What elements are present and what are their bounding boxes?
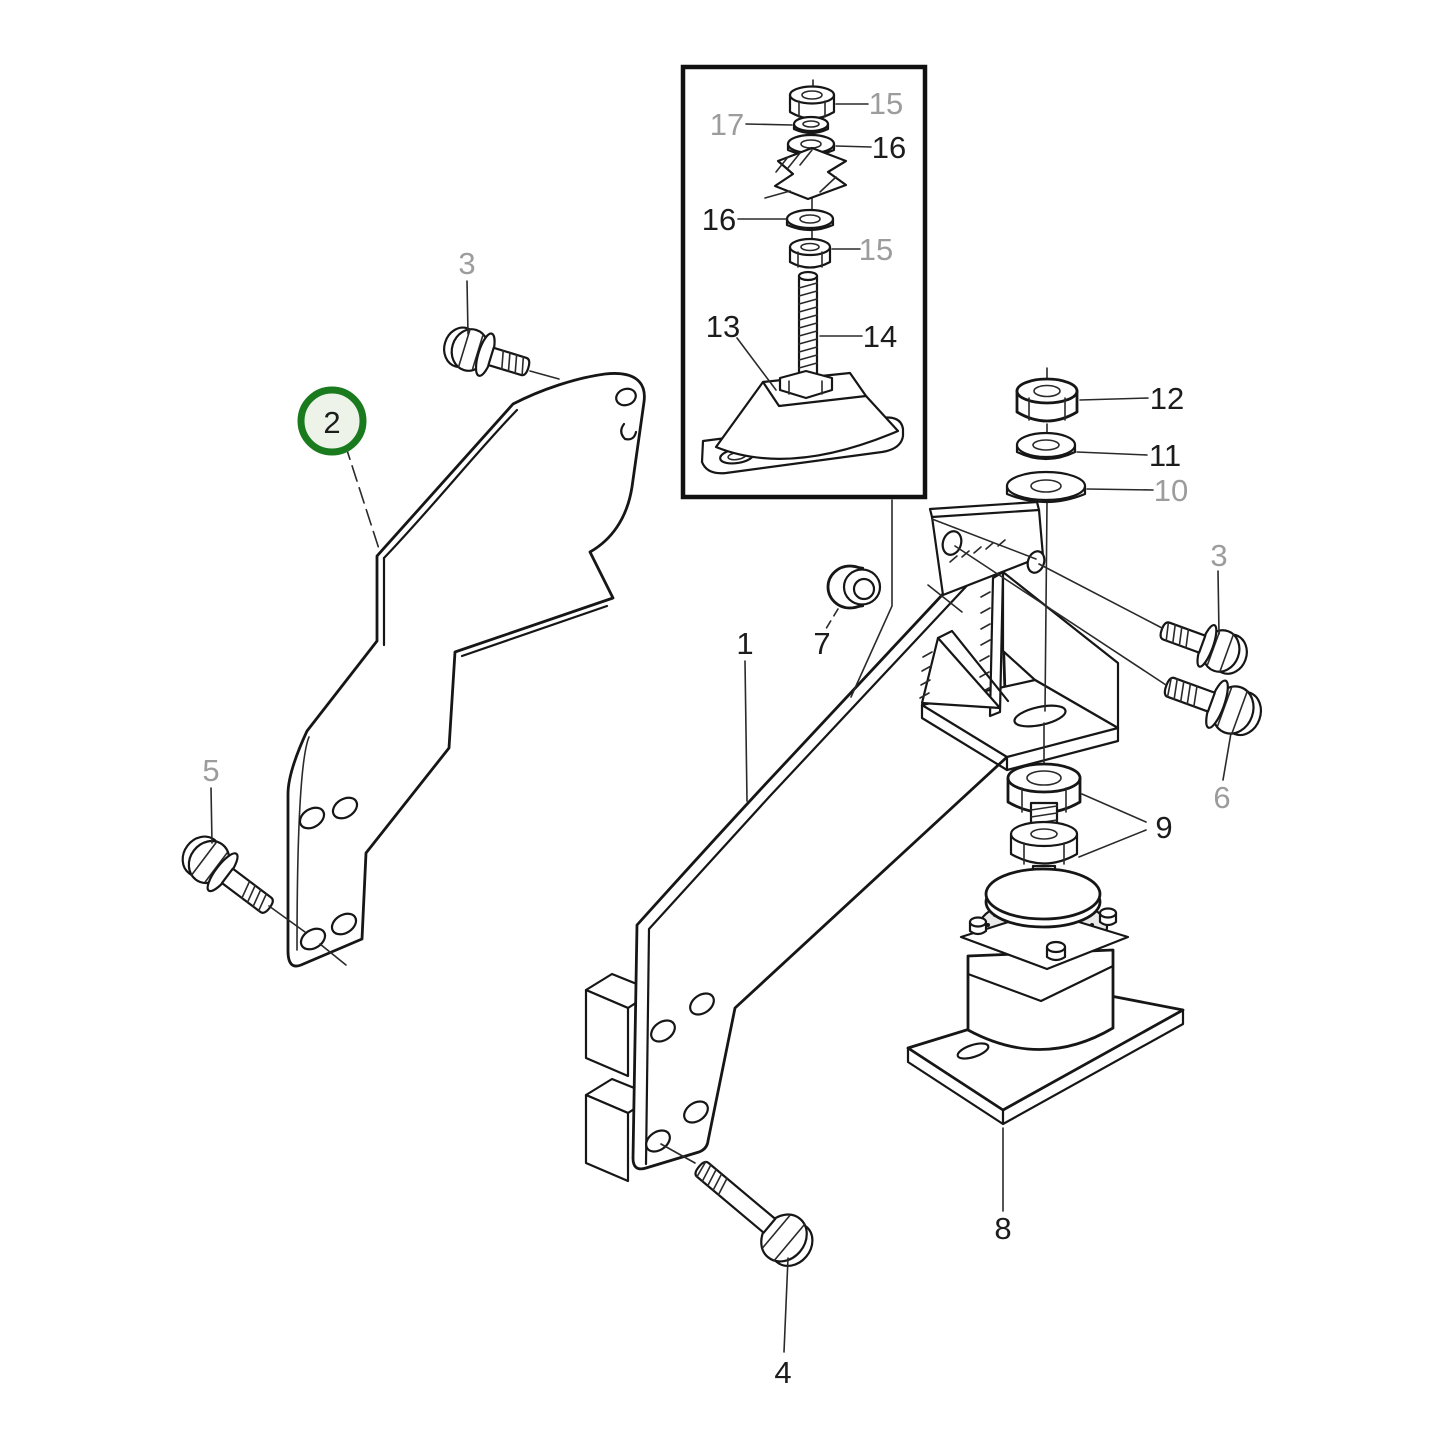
part-label-6: 6 bbox=[1213, 780, 1230, 815]
inset-leader-lines bbox=[736, 103, 872, 391]
part-2-hole bbox=[615, 387, 637, 407]
part-label-14: 14 bbox=[863, 319, 897, 354]
part-1-rib bbox=[988, 570, 1005, 718]
part-8-top-disc bbox=[984, 867, 1102, 921]
highlight-circle bbox=[297, 386, 367, 456]
part-4-bolt bbox=[694, 1160, 814, 1267]
part-label-15-top: 15 bbox=[869, 86, 903, 121]
part-label-4: 4 bbox=[774, 1355, 791, 1390]
part-label-2-highlighted: 2 bbox=[323, 405, 340, 440]
part-1-foot-slot bbox=[1013, 704, 1067, 728]
part-3-bolt-upper-left bbox=[443, 326, 531, 377]
part-7-bushing bbox=[826, 564, 882, 610]
part-1-spacer-block-lower bbox=[584, 1077, 656, 1183]
inset-nut-15-top bbox=[788, 85, 836, 120]
part-label-5: 5 bbox=[202, 753, 219, 788]
part-8-engine-mount bbox=[906, 867, 1185, 1126]
part-9-nuts bbox=[1006, 762, 1082, 888]
part-1-hole bbox=[689, 992, 715, 1016]
inset-mount-13 bbox=[700, 369, 905, 475]
inset-border bbox=[680, 64, 928, 500]
part-2-bracket bbox=[286, 372, 646, 968]
inset-bracket-flange bbox=[764, 146, 848, 201]
part-8-base-slot bbox=[956, 1042, 990, 1060]
part-label-17: 17 bbox=[710, 107, 744, 142]
part-12-nut bbox=[1015, 377, 1079, 423]
inset-stud-14 bbox=[797, 270, 819, 378]
part-label-15-lower: 15 bbox=[859, 232, 893, 267]
part-2-hole bbox=[299, 927, 327, 951]
part-1-gusset bbox=[920, 636, 1002, 710]
part-5-bolt bbox=[181, 835, 274, 914]
part-1-arm bbox=[631, 531, 1009, 1171]
part-label-11: 11 bbox=[1149, 438, 1181, 473]
part-label-1: 1 bbox=[736, 626, 753, 661]
part-label-9: 9 bbox=[1155, 810, 1172, 845]
part-2-hole bbox=[298, 806, 326, 830]
fastener-stack-10-11-12 bbox=[1005, 377, 1087, 504]
highlight-leader-line bbox=[344, 443, 380, 550]
part-label-8: 8 bbox=[994, 1211, 1011, 1246]
part-number-labels: 15 17 16 16 15 13 14 2 3 5 1 7 12 11 10 … bbox=[202, 86, 1230, 1390]
part-1-hole bbox=[683, 1100, 709, 1124]
part-10-washer bbox=[1005, 470, 1087, 504]
part-2-hole bbox=[620, 422, 638, 441]
part-label-16-lower: 16 bbox=[702, 202, 736, 237]
part-1-bracket-assembly bbox=[584, 367, 1120, 1183]
part-1-hole bbox=[650, 1019, 676, 1043]
part-11-washer bbox=[1015, 431, 1077, 461]
part-label-12: 12 bbox=[1150, 381, 1184, 416]
inset-washer-16-lower bbox=[785, 208, 835, 232]
inset-detail-box bbox=[680, 64, 928, 500]
part-6-bolt bbox=[1163, 676, 1263, 737]
part-label-16-upper: 16 bbox=[872, 130, 906, 165]
leader-lines bbox=[210, 280, 1232, 1353]
part-3-bolt-right bbox=[1159, 621, 1248, 675]
part-label-13: 13 bbox=[706, 309, 740, 344]
part-label-7: 7 bbox=[813, 626, 830, 661]
inset-washer-17 bbox=[792, 115, 830, 135]
part-label-3-right: 3 bbox=[1210, 538, 1227, 573]
part-2-hole bbox=[330, 912, 358, 936]
part-1-back-plate-hole bbox=[941, 530, 963, 556]
part-label-3-upper-left: 3 bbox=[458, 246, 475, 281]
part-2-hole bbox=[331, 796, 359, 820]
inset-nut-15-lower bbox=[788, 237, 832, 269]
part-8-clamp-bolts bbox=[968, 907, 1118, 962]
part-label-10: 10 bbox=[1154, 473, 1188, 508]
